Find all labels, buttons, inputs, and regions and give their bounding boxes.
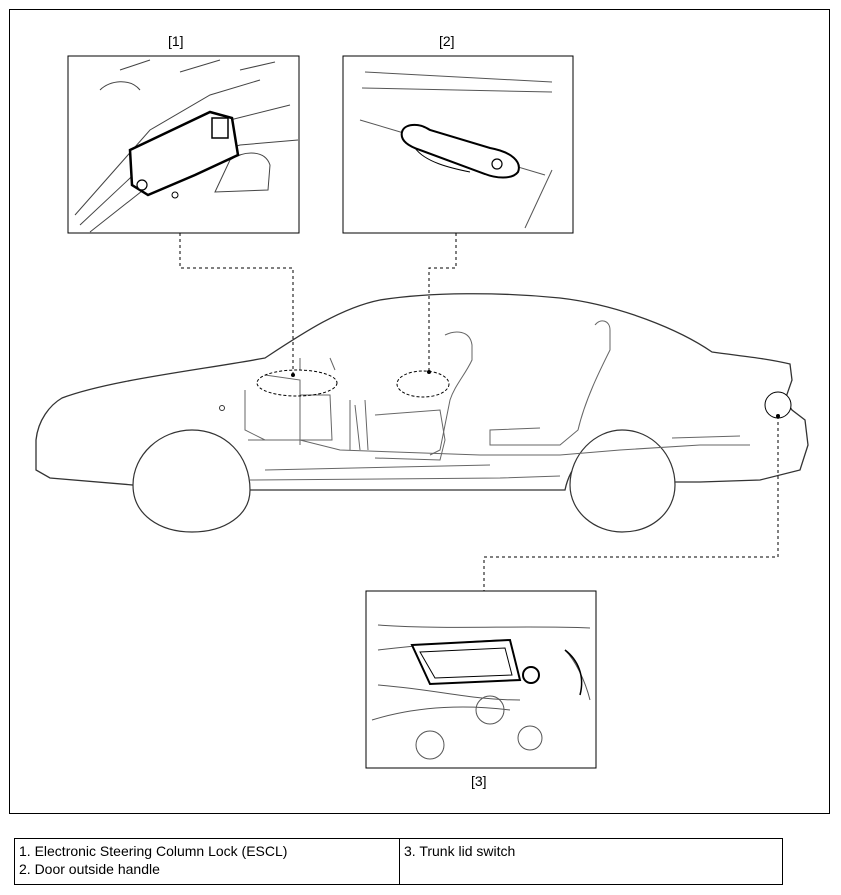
detail-view-trunk-switch <box>365 590 597 769</box>
callout-label-3: [3] <box>471 773 487 789</box>
legend-item-1: 1. Electronic Steering Column Lock (ESCL… <box>19 843 288 859</box>
detail-view-door-handle <box>342 55 574 234</box>
legend-item-3: 3. Trunk lid switch <box>404 843 516 859</box>
leader-line-1 <box>179 233 294 375</box>
door-handle-location-marker <box>396 370 450 398</box>
escl-location-marker <box>256 369 338 397</box>
vehicle-side-view <box>35 293 809 533</box>
leader-line-3 <box>483 416 779 591</box>
vehicle-location-diagram <box>35 55 809 769</box>
leader-line-2 <box>428 233 457 372</box>
callout-label-1: [1] <box>168 33 184 49</box>
legend-column-left: 1. Electronic Steering Column Lock (ESCL… <box>14 838 400 885</box>
diagram-frame <box>9 9 830 814</box>
legend-item-2: 2. Door outside handle <box>19 861 160 877</box>
legend-column-right: 3. Trunk lid switch <box>399 838 783 885</box>
parts-legend-table: 1. Electronic Steering Column Lock (ESCL… <box>14 838 783 885</box>
callout-label-2: [2] <box>439 33 455 49</box>
detail-view-escl <box>67 55 300 234</box>
